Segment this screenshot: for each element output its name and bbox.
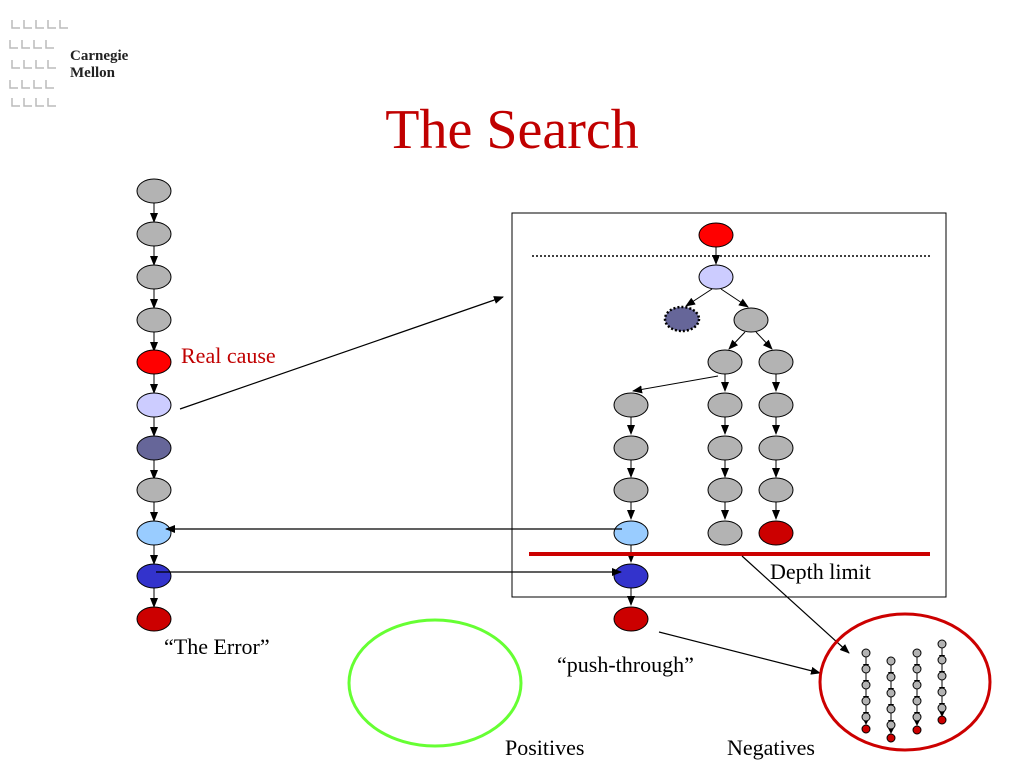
chain-node xyxy=(136,221,172,247)
mini-chain xyxy=(861,648,871,734)
the-error-label: “The Error” xyxy=(164,634,270,659)
tree-node-darkred xyxy=(758,520,794,546)
chain-node xyxy=(136,307,172,333)
positives-circle xyxy=(347,618,523,748)
tree-node-lightblue xyxy=(613,520,649,546)
zoom-arrow xyxy=(179,296,504,410)
chain-node-lavender xyxy=(136,392,172,418)
logo-line1: Carnegie xyxy=(70,48,129,64)
push-through-to-negatives-arrow xyxy=(658,631,821,675)
search-tree xyxy=(613,222,794,632)
real-cause-node xyxy=(136,349,172,375)
slide-title: The Search xyxy=(385,99,639,161)
real-cause-label: Real cause xyxy=(181,343,276,368)
zoom-box xyxy=(511,212,947,598)
tree-node xyxy=(613,477,649,503)
negatives-label: Negatives xyxy=(727,735,815,760)
mini-chain xyxy=(886,656,896,743)
tree-node xyxy=(707,520,743,546)
tree-edges xyxy=(627,247,780,606)
logo-text: Carnegie Mellon xyxy=(70,48,128,82)
push-through-label: “push-through” xyxy=(557,652,694,677)
chain-node-slate xyxy=(136,435,172,461)
tree-node xyxy=(613,435,649,461)
tree-root-node xyxy=(698,222,734,248)
tree-node xyxy=(758,349,794,375)
tree-node-blue xyxy=(613,563,649,589)
tree-node xyxy=(707,392,743,418)
chain-node xyxy=(136,178,172,204)
logo-grid-icon xyxy=(9,20,68,107)
depth-to-negatives-arrow xyxy=(741,555,850,654)
tree-node xyxy=(758,477,794,503)
depth-limit-label: Depth limit xyxy=(770,559,871,584)
chain-node xyxy=(136,264,172,290)
error-node xyxy=(136,606,172,632)
tree-node xyxy=(707,477,743,503)
left-chain xyxy=(136,178,172,632)
negatives-circle xyxy=(818,612,992,752)
mini-chain xyxy=(937,639,947,725)
tree-node xyxy=(613,392,649,418)
push-through-node xyxy=(613,606,649,632)
tree-node xyxy=(758,392,794,418)
tree-node xyxy=(733,307,769,333)
mini-chain xyxy=(912,648,922,735)
positives-label: Positives xyxy=(505,735,585,760)
university-logo: Carnegie Mellon xyxy=(6,12,146,112)
tree-node xyxy=(707,349,743,375)
chain-node-blue xyxy=(136,563,172,589)
tree-node xyxy=(707,435,743,461)
logo-line2: Mellon xyxy=(70,65,115,81)
chain-node xyxy=(136,477,172,503)
tree-node-dotted xyxy=(663,305,701,333)
chain-node-lightblue xyxy=(136,520,172,546)
tree-node-lavender xyxy=(698,264,734,290)
tree-node xyxy=(758,435,794,461)
negative-mini-chains xyxy=(861,639,947,743)
